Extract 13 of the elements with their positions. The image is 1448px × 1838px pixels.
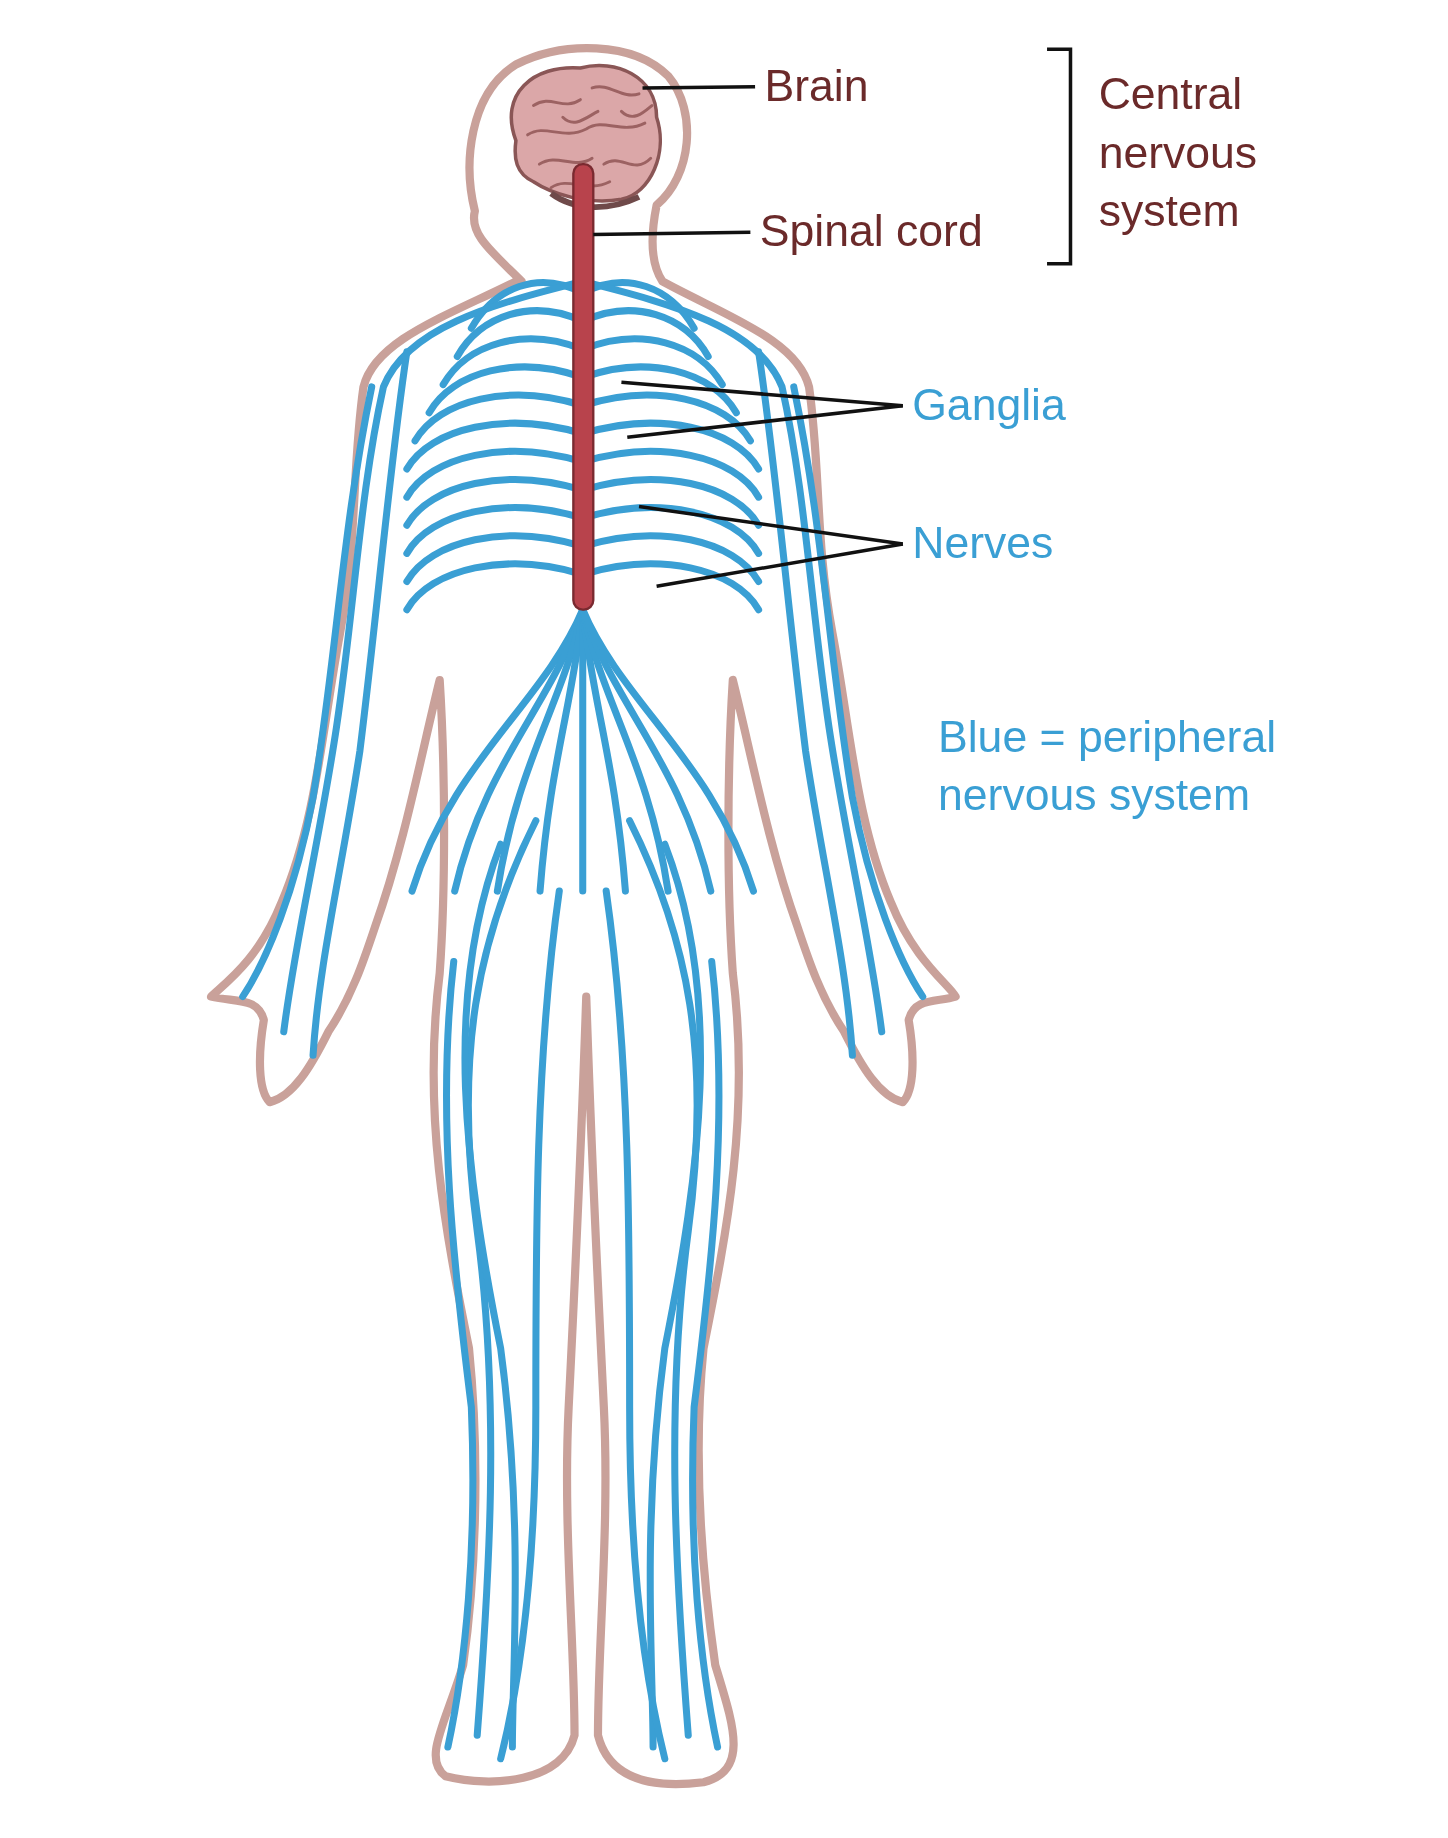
leader-line — [627, 403, 904, 440]
part-label: Nerves — [912, 513, 1054, 573]
legend-note: Blue = peripheral nervous system — [938, 710, 1278, 822]
leader-line — [593, 230, 751, 237]
brain-drawing — [509, 63, 662, 210]
leader-line — [642, 85, 756, 90]
part-label: Ganglia — [912, 375, 1066, 434]
part-label: Brain — [764, 56, 869, 115]
spinal-cord-drawing — [572, 162, 595, 611]
leader-line — [656, 542, 904, 588]
group-label: Central nervous system — [1098, 68, 1259, 238]
leader-line — [638, 504, 904, 546]
part-label: Spinal cord — [759, 201, 983, 261]
